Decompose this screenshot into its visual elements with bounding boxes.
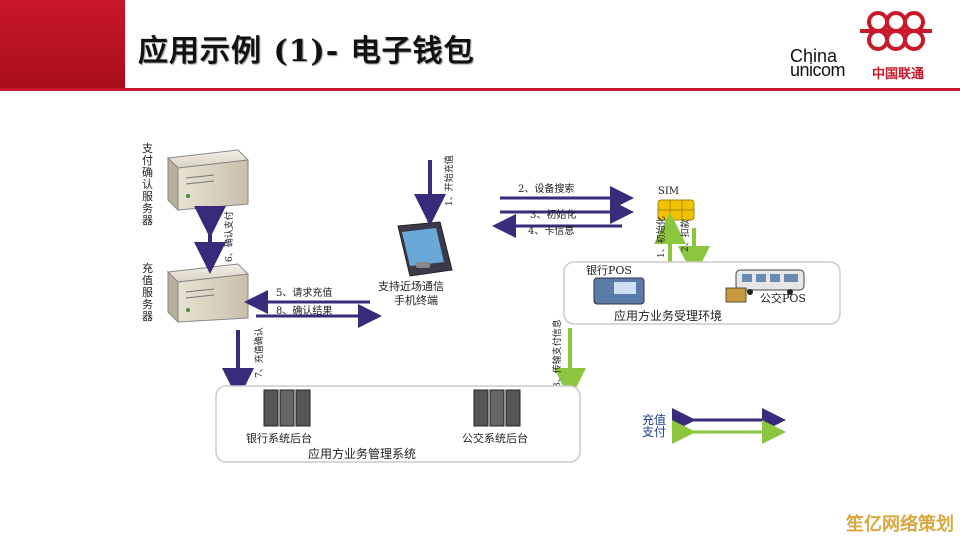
bus-backend-rack-icon: [473, 389, 521, 427]
step6-label: 6、确认支付: [223, 211, 235, 262]
step7-label: 7、充值确认: [253, 327, 265, 378]
bank-pos-label: 银行POS: [586, 263, 632, 277]
bank-backend-label: 银行系统后台: [246, 431, 312, 445]
nfc-phone: [397, 213, 453, 277]
legend-payment-label: 支付: [642, 425, 666, 439]
slide-header: 应用示例 (1)- 电子钱包 China unicom 中国联通: [0, 0, 960, 90]
pay3-label: 3、传输支付信息: [551, 319, 563, 388]
phone-label-line1: 支持近场通信: [378, 279, 444, 293]
management-system-title: 应用方业务管理系统: [308, 446, 416, 461]
watermark-text: 笙亿网络策划: [846, 514, 954, 535]
payment-confirm-server: [166, 149, 250, 212]
logo-cn-text: 中国联通: [872, 67, 925, 82]
step4-label: 4、卡信息: [528, 224, 574, 237]
bank-backend-rack-icon: [263, 389, 311, 427]
header-divider: [0, 88, 960, 91]
bank-pos-terminal-icon: [593, 277, 645, 305]
step2-label: 2、设备搜索: [518, 182, 574, 195]
logo-china-text: China: [790, 46, 838, 66]
step1-label: 1、开始充值: [443, 155, 455, 206]
step8-label: 8、确认结果: [276, 304, 332, 317]
step3-label: 3、初始化: [530, 208, 576, 221]
recharge-server: [166, 263, 250, 324]
phone-label-line2: 手机终端: [394, 293, 438, 307]
slide-title: 应用示例 (1)- 电子钱包: [138, 34, 475, 69]
recharge-server-label: 充值服务器: [142, 261, 153, 323]
pos-environment-title: 应用方业务受理环境: [614, 308, 722, 323]
header-red-bar: [0, 0, 125, 90]
bus-icon: [735, 269, 805, 295]
china-unicom-logo: China unicom 中国联通: [790, 8, 950, 82]
payment-server-label: 支付确认服务器: [142, 142, 153, 227]
sim-label: SIM: [658, 186, 679, 197]
legend-recharge-label: 充值: [642, 412, 666, 427]
bus-pos-reader-icon: [725, 287, 747, 303]
bus-pos-label: 公交POS: [760, 291, 806, 305]
logo-unicom-text: unicom: [790, 60, 846, 80]
pay1-label: 1、初始化: [655, 216, 667, 258]
bus-backend-label: 公交系统后台: [462, 431, 528, 445]
unicom-knot-icon: [860, 11, 932, 51]
pay2-label: 2、扣款: [679, 219, 691, 252]
step5-label: 5、请求充值: [276, 286, 332, 299]
